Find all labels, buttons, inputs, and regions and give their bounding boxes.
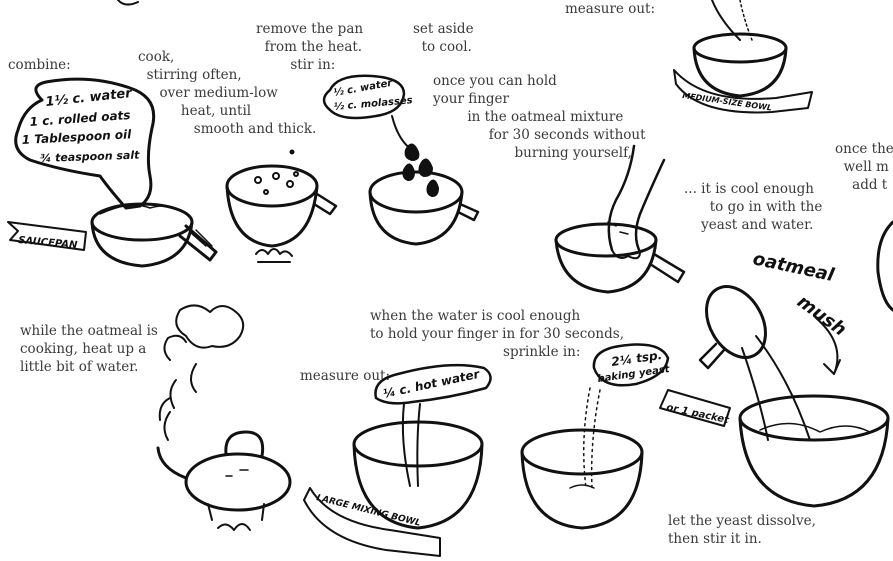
caption-water-cool: when the water is cool enough to hold yo… [370,308,624,360]
oatmeal-label: oatmeal [751,248,837,286]
saucepan-illustration: 1½ c. water 1 c. rolled oats 1 Tablespoo… [7,77,218,268]
caption-remove-pan: remove the pan from the heat. stir in: [256,21,364,73]
caption-cook: cook, stirring often, over medium-low he… [138,49,317,137]
hot-water-label: ¼ c. hot water [382,367,482,401]
medium-bowl-illustration: MEDIUM-SIZE BOWL [673,0,813,114]
yeast-label-line2: baking yeast [597,364,672,385]
edge-bowl-fragment [876,220,893,312]
scrap-stroke [117,0,139,6]
mush-label: mush [793,291,850,340]
pot-ingredient-line4: ¾ teaspoon salt [40,149,141,165]
pot-ingredient-line1: 1½ c. water [45,86,134,110]
oatmeal-mush-illustration: oatmeal mush [698,248,890,508]
caption-once-the: once the well m add t [835,141,893,193]
molasses-pot-illustration: ½ c. water ½ c. molasses [322,74,480,246]
pot-ingredient-line2: 1 c. rolled oats [29,108,131,129]
large-bowl-illustration: ¼ c. hot water LARGE MIXING BOWL [303,363,492,557]
caption-cool-enough: ... it is cool enough to go in with the … [684,181,823,233]
saucepan-label: SAUCEPAN [18,235,79,251]
kettle-illustration [156,304,292,531]
caption-set-aside: set aside to cool. [413,21,474,55]
caption-heat-water: while the oatmeal is cooking, heat up a … [20,323,158,375]
pot-ingredient-line3: 1 Tablespoon oil [21,127,132,147]
hand-in-pot-illustration [554,144,686,294]
caption-combine: combine: [8,57,71,73]
caption-measure-out-top: measure out: [565,1,655,17]
caption-yeast-dissolve: let the yeast dissolve, then stir it in. [668,513,816,547]
caption-hold-finger: once you can hold your finger in the oat… [433,73,646,161]
yeast-bowl-illustration: 2¼ tsp. baking yeast or 1 packet [520,343,731,530]
cooking-pot-illustration [225,149,338,263]
